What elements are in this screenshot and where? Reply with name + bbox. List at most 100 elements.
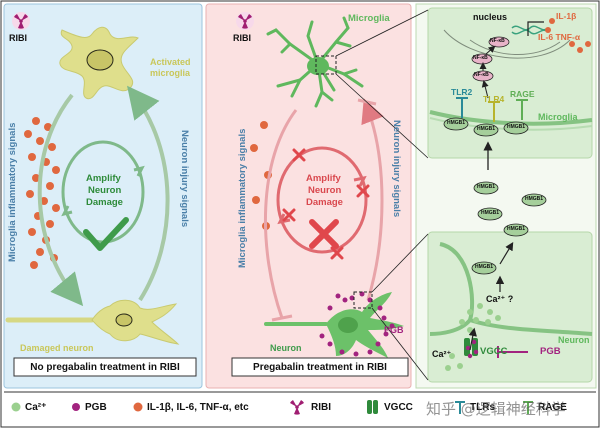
legend-ribi-icon xyxy=(290,400,304,415)
tlr4-receptor-icon xyxy=(488,101,500,122)
loop-text-middle-3: Damage xyxy=(306,197,343,208)
legend-vgcc-label: VGCC xyxy=(384,402,413,413)
neuron-cell-middle xyxy=(264,292,404,358)
cytokine-dots-right xyxy=(545,18,591,53)
legend-tlrs-icon xyxy=(455,401,465,414)
legend-ca-icon xyxy=(11,402,21,412)
loop-arrowhead-middle-2 xyxy=(353,175,367,187)
calcium-label-right: Ca²⁺ xyxy=(432,349,452,359)
loop-text-left-1: Amplify xyxy=(86,173,121,184)
neuron-to-microglia-arrow-left xyxy=(127,85,170,302)
microglia-soma-middle xyxy=(307,57,329,75)
hmgb1-oval-f3 xyxy=(477,207,503,221)
nfkb-label-1: NF-κB xyxy=(490,38,505,44)
activated-microglia-cell xyxy=(59,26,139,100)
hmgb1-label-m1: HMGB1 xyxy=(447,120,466,126)
tlr2-receptor-icon xyxy=(456,97,468,118)
ribi-icon xyxy=(12,12,30,30)
loop-text-left-2: Neuron xyxy=(88,185,122,196)
hmgb1-label-f2: HMGB1 xyxy=(525,196,544,202)
caption-box-left xyxy=(13,357,197,377)
cytokine-output-bracket xyxy=(527,21,544,36)
hmgb1-label-f1: HMGB1 xyxy=(477,184,496,190)
nucleus-label: nucleus xyxy=(473,12,508,22)
hmgb1-label-m3: HMGB1 xyxy=(507,124,526,130)
nucleus-membrane-inner xyxy=(469,39,561,56)
neuron-membrane xyxy=(439,242,593,336)
legend-cytokine-icon xyxy=(133,402,143,412)
loop-text-middle-1: Amplify xyxy=(306,173,341,184)
vgcc-label-right: VGCC xyxy=(480,346,508,357)
microglia-zoom-box xyxy=(315,55,337,75)
neuron-signals-label-left: Neuron injury signals xyxy=(179,130,190,228)
legend-pgb-label: PGB xyxy=(85,402,107,413)
calcium-dots-neuron xyxy=(445,303,501,371)
amplify-loop-middle xyxy=(276,146,368,254)
legend-ribi-label: RIBI xyxy=(311,402,331,413)
ribi-label-left: RIBI xyxy=(9,33,27,43)
dna-icon xyxy=(511,25,549,31)
legend-cytokine-label: IL-1β, IL-6, TNF-α, etc xyxy=(147,402,249,413)
hmgb1-label-m2: HMGB1 xyxy=(477,126,496,132)
neuron-zoom-box xyxy=(353,291,373,309)
hmgb1-label-f3: HMGB1 xyxy=(481,210,500,216)
zoom-line-2 xyxy=(335,73,429,159)
neuron-label-right: Neuron xyxy=(558,335,590,345)
rage-label: RAGE xyxy=(510,89,535,99)
tlr2-label: TLR2 xyxy=(451,87,473,97)
pgb-dots-right xyxy=(465,339,479,359)
hmgb1-oval-f1 xyxy=(473,181,499,195)
damaged-neuron-label: Damaged neuron xyxy=(20,343,94,353)
legend-rage-label: RAGE xyxy=(538,402,567,413)
microglia-to-neuron-inhibited-middle xyxy=(264,109,298,319)
caption-middle: Pregabalin treatment in RIBI xyxy=(253,362,387,373)
loop-arrowhead-left-2 xyxy=(133,165,145,177)
microglia-membrane xyxy=(429,110,593,126)
nfkb-oval-1 xyxy=(488,36,510,48)
loop-text-left-3: Damage xyxy=(86,197,123,208)
inhibit-bar-middle xyxy=(271,314,293,322)
caption-box-middle xyxy=(231,357,409,377)
hmgb1-oval-m3 xyxy=(503,121,529,135)
cytokine-dots-left xyxy=(24,117,60,269)
pgb-label-middle: PGB xyxy=(384,325,404,335)
hmgb1-label-n1: HMGB1 xyxy=(475,264,494,270)
loop-arrowhead-left-1 xyxy=(61,205,73,217)
il6-tnf-label: IL-6 TNF-α xyxy=(538,32,581,42)
loop-arrowhead-middle-1 xyxy=(277,213,291,225)
microglia-label-right: Microglia xyxy=(538,112,578,122)
activated-microglia-label-1: Activated xyxy=(150,57,191,67)
neuron-signals-label-middle: Neuron injury signals xyxy=(391,120,402,218)
right-neuron-box xyxy=(427,231,593,383)
ribi-label-middle: RIBI xyxy=(233,33,251,43)
pgb-dots-middle xyxy=(319,291,395,357)
loop-text-middle-2: Neuron xyxy=(308,185,342,196)
microglia-label-middle: Microglia xyxy=(348,13,390,24)
hmgb1-oval-f4 xyxy=(503,223,529,237)
caption-left: No pregabalin treatment in RIBI xyxy=(30,362,180,373)
ribi-icon-middle xyxy=(236,12,254,30)
legend-rage-icon xyxy=(523,401,533,414)
checkmark-icon xyxy=(83,217,129,251)
nfkb-label-3: NF-κB xyxy=(474,72,489,78)
zoom-line-1 xyxy=(335,9,429,57)
nucleus-membrane xyxy=(443,29,571,59)
hmgb1-label-f4: HMGB1 xyxy=(507,226,526,232)
legend-ca-label: Ca²⁺ xyxy=(25,402,47,413)
legend-pgb-icon xyxy=(72,403,80,411)
calcium-question-label: Ca²⁺ ? xyxy=(486,294,514,304)
activated-microglia-label-2: microglia xyxy=(150,68,191,78)
legend-vgcc-icon xyxy=(367,400,378,414)
pgb-label-right: PGB xyxy=(540,346,561,357)
zoom-line-3 xyxy=(371,233,429,293)
legend-tlrs-label: TLRs xyxy=(470,402,495,413)
hmgb1-oval-m1 xyxy=(443,117,469,131)
zoom-line-4 xyxy=(371,307,429,381)
big-x-icon xyxy=(309,219,339,249)
nfkb-label-2: NF-κB xyxy=(473,55,488,61)
rage-receptor-icon xyxy=(516,99,528,120)
damaged-neuron-cell xyxy=(5,299,180,345)
neuron-label-middle: Neuron xyxy=(270,343,302,353)
hmgb1-oval-f2 xyxy=(521,193,547,207)
